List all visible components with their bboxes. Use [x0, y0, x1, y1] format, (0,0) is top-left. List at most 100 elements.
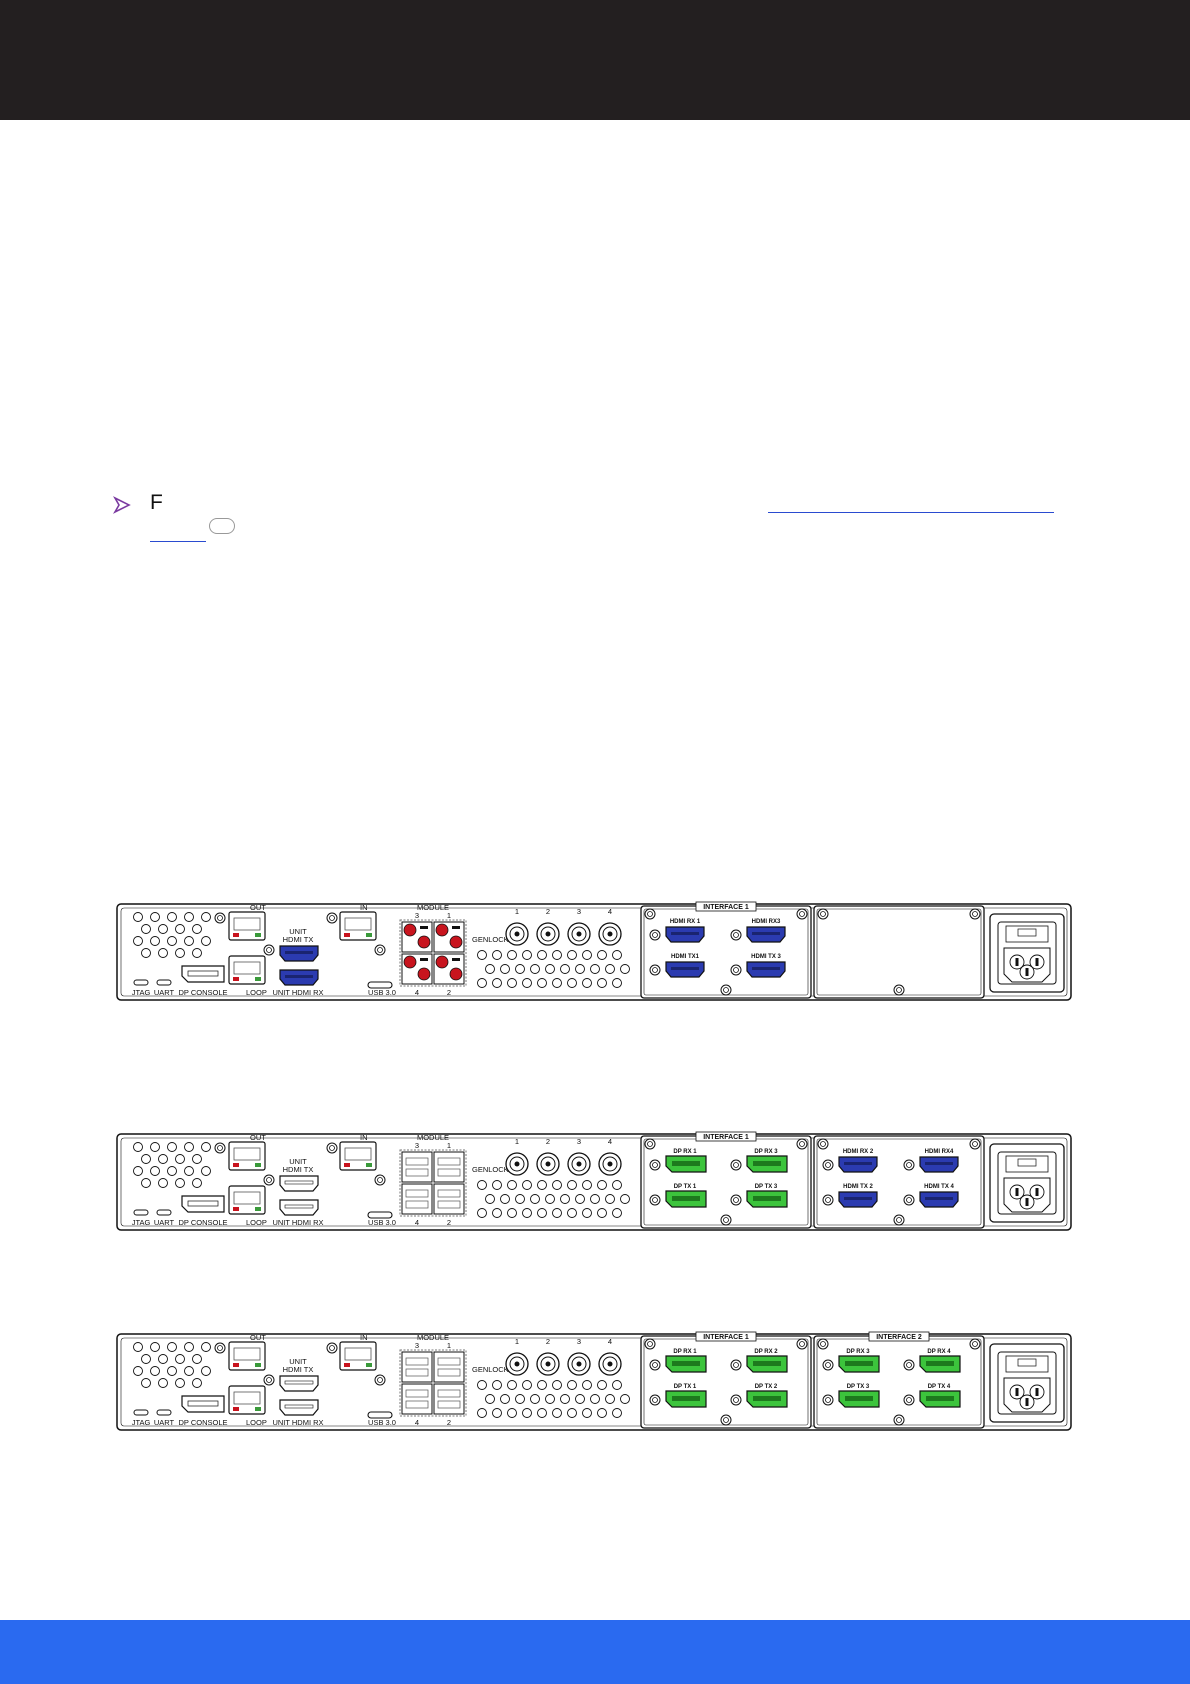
ethernet-jack	[344, 917, 372, 931]
vent-hole	[545, 1194, 555, 1204]
usb-label: USB 3.0	[368, 1418, 396, 1427]
screw-icon	[374, 1174, 386, 1186]
ethernet-jack	[233, 1347, 261, 1361]
screw-inner	[906, 1162, 912, 1168]
vent-hole	[507, 978, 517, 988]
vent-hole	[552, 950, 562, 960]
iec-pin	[1035, 1188, 1039, 1196]
module-latch	[452, 926, 460, 929]
interface-frame	[813, 905, 985, 999]
screw-inner	[825, 1397, 831, 1403]
vent-hole	[597, 978, 607, 988]
sdi-connector	[403, 955, 417, 969]
vent-hole	[567, 1408, 577, 1418]
sdi-connector	[449, 967, 463, 981]
out-label: OUT	[250, 1333, 266, 1342]
uart-port	[156, 979, 172, 986]
jtag-label: JTAG	[132, 1218, 151, 1227]
hyperlink-underline[interactable]	[150, 541, 206, 542]
vent-hole	[620, 964, 630, 974]
dp-console-slot	[187, 1200, 219, 1207]
screw-inner	[647, 1141, 653, 1147]
in-label: IN	[360, 1133, 368, 1142]
hdmi-port-slot	[844, 1197, 872, 1200]
usb-label: USB 3.0	[368, 988, 396, 997]
module-slot	[433, 1151, 465, 1183]
vent-hole	[150, 1342, 160, 1352]
vent-hole	[612, 950, 622, 960]
screw-icon	[326, 912, 338, 924]
port-label: HDMI TX 2	[843, 1184, 873, 1190]
port-label: DP RX 2	[754, 1349, 778, 1355]
interface-frame	[640, 1335, 812, 1429]
vent-hole	[582, 1380, 592, 1390]
screw-icon	[649, 929, 661, 941]
vent-hole	[567, 1208, 577, 1218]
out-label: OUT	[250, 1133, 266, 1142]
unit-label: UNIT	[289, 1357, 307, 1366]
vent-hole	[620, 1394, 630, 1404]
vent-hole	[567, 950, 577, 960]
vent-hole	[175, 1378, 185, 1388]
vent-hole	[567, 978, 577, 988]
vent-hole	[612, 1408, 622, 1418]
sfp-cage	[437, 1168, 461, 1177]
vent-hole	[582, 1208, 592, 1218]
vent-hole	[552, 1408, 562, 1418]
module-label: MODULE	[417, 1333, 449, 1342]
screw-icon	[720, 1414, 732, 1426]
vent-hole	[500, 1394, 510, 1404]
bnc-pin	[607, 1161, 613, 1167]
vent-hole	[141, 1178, 151, 1188]
dp-console-label: DP CONSOLE	[178, 988, 227, 997]
genlock-number-label: 1	[515, 907, 519, 916]
screw-icon	[893, 1214, 905, 1226]
interface-title-box	[695, 1331, 757, 1342]
screw-icon	[326, 1142, 338, 1154]
screw-icon	[903, 1359, 915, 1371]
hyperlink-underline[interactable]	[768, 512, 1054, 513]
port-label: DP TX 4	[928, 1384, 951, 1390]
module-latch	[420, 958, 428, 961]
vent-hole	[582, 1408, 592, 1418]
sfp-cage	[437, 1157, 461, 1166]
led-indicator	[233, 1407, 239, 1411]
vent-hole	[500, 964, 510, 974]
displayport-slot	[672, 1396, 700, 1401]
jtag-port	[133, 1209, 149, 1216]
port-label: HDMI TX1	[671, 954, 700, 960]
vent-hole	[590, 1194, 600, 1204]
screw-icon	[326, 1342, 338, 1354]
vent-hole	[522, 1408, 532, 1418]
bnc-pin	[545, 931, 551, 937]
vent-hole	[530, 964, 540, 974]
dp-console-slot	[187, 1400, 219, 1407]
module-label: MODULE	[417, 903, 449, 912]
displayport-slot	[672, 1161, 700, 1166]
vent-hole	[575, 1194, 585, 1204]
vent-hole	[192, 1354, 202, 1364]
vent-hole	[522, 950, 532, 960]
vent-hole	[485, 964, 495, 974]
in-label: IN	[360, 1333, 368, 1342]
genlock-number-label: 2	[546, 1137, 550, 1146]
vent-hole	[141, 1154, 151, 1164]
bnc-pin	[514, 1361, 520, 1367]
module-slot	[401, 1151, 433, 1183]
jtag-label: JTAG	[132, 1418, 151, 1427]
vent-hole	[612, 978, 622, 988]
module-label: MODULE	[417, 1133, 449, 1142]
interface-module	[813, 905, 985, 999]
iec-pin	[1015, 1188, 1019, 1196]
vent-hole	[184, 936, 194, 946]
screw-inner	[652, 932, 658, 938]
vent-hole	[492, 1208, 502, 1218]
vent-hole	[133, 1342, 143, 1352]
port-label: DP TX 1	[674, 1184, 697, 1190]
module-slot	[401, 1351, 433, 1383]
ethernet-jack	[233, 1191, 261, 1205]
uart-label: UART	[154, 1218, 175, 1227]
